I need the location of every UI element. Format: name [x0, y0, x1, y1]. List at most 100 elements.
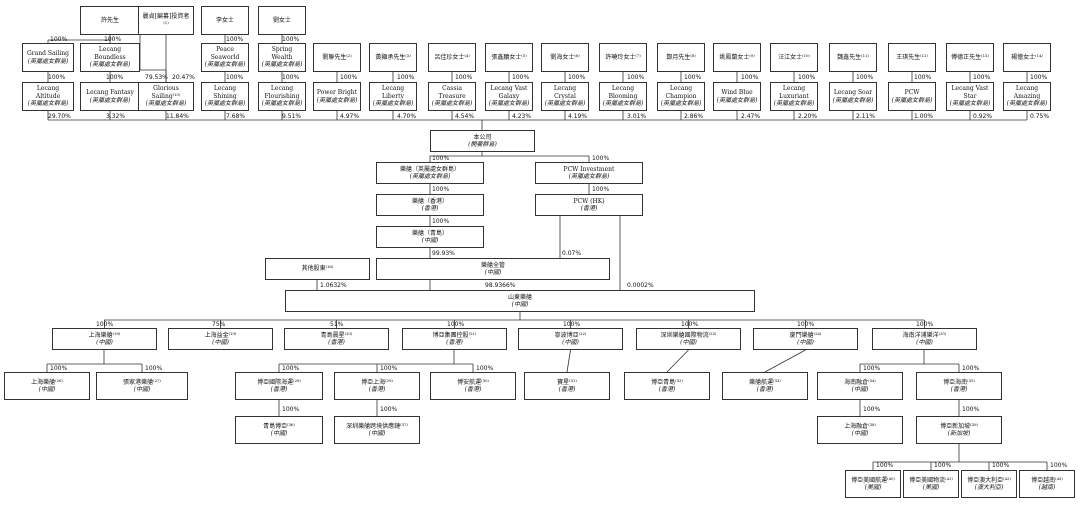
entity-name: 博亞美國航運⁽⁴⁰⁾	[851, 476, 895, 484]
ownership-percentage: 0.75%	[1030, 113, 1050, 120]
entity-name: 博亞國際海運⁽²⁸⁾	[257, 378, 301, 386]
entity-name: 劉聯先生⁽²⁾	[322, 53, 352, 61]
ownership-percentage: 100%	[48, 74, 66, 81]
entity-jurisdiction: (香港)	[446, 339, 463, 346]
ownership-percentage: 1.00%	[914, 113, 934, 120]
entity-name: 樂艙全管	[480, 261, 505, 269]
entity-boya-group: 博亞集團控股⁽²¹⁾(香港)	[402, 328, 507, 350]
entity-lecang-vast-star: Lecang Vast Star(英屬處女群島)	[946, 82, 994, 111]
entity-company: 本公司(開曼群島)	[430, 130, 535, 152]
ownership-percentage: 4.23%	[512, 113, 532, 120]
entity-jurisdiction: (英屬處女群島)	[409, 173, 451, 180]
entity-sz-lecang-supply: 深圳樂艙跨境供應鏈⁽³⁷⁾(中國)	[334, 416, 420, 444]
ownership-percentage: 1.0632%	[320, 282, 347, 289]
entity-name: 樂艙（香港）	[411, 197, 448, 205]
ownership-percentage: 100%	[226, 36, 244, 43]
entity-boya-an: 博安航運⁽³⁰⁾(香港)	[430, 372, 516, 400]
ownership-percentage: 0.07%	[562, 250, 582, 257]
entity-jurisdiction: (中國)	[368, 430, 386, 437]
entity-spring-wealth: Spring Wealth(英屬處女群島)	[258, 43, 306, 72]
entity-name: 海南洋浦樂洋⁽²⁵⁾	[902, 331, 947, 339]
entity-name: 博亞青島⁽³²⁾	[651, 378, 683, 386]
entity-name: 本公司	[473, 133, 492, 141]
entity-lecang-luxuriant: Lecang Luxuriant(英屬處女群島)	[770, 82, 818, 111]
entity-lee-trust: 麗貞[編纂]投資者⁽¹⁾	[138, 6, 194, 35]
entity-wind-blue: Wind Blue(英屬處女群島)	[713, 82, 761, 111]
entity-name: 王琪先生⁽¹²⁾	[896, 53, 928, 61]
entity-zheng: 鄭月先生⁽⁸⁾	[657, 43, 705, 72]
entity-jurisdiction: (香港)	[580, 205, 598, 212]
entity-lecang-boundless: Lecang Boundless(英屬處女群島)	[80, 43, 140, 72]
entity-name: 姚鳳蘭女士⁽⁹⁾	[719, 53, 755, 61]
entity-mr-liu-lianlin: 劉聯先生⁽²⁾	[313, 43, 361, 72]
ownership-percentage: 100%	[1050, 462, 1068, 469]
ownership-percentage: 100%	[226, 74, 244, 81]
entity-lecang-blooming: Lecang Blooming(英屬處女群島)	[599, 82, 647, 111]
entity-jurisdiction: (中國)	[484, 269, 502, 276]
entity-other-shareholders: 其他股東⁽¹⁶⁾	[265, 258, 370, 280]
entity-name: Glorious Sailing⁽¹⁵⁾	[151, 85, 181, 100]
ownership-percentage: 100%	[798, 74, 816, 81]
ownership-percentage: 100%	[962, 365, 980, 372]
ownership-percentage: 100%	[282, 406, 300, 413]
entity-lecang-liberty: Lecang Liberty(英屬處女群島)	[369, 82, 417, 111]
entity-power-bright: Power Bright(英屬處女群島)	[313, 82, 361, 111]
entity-zjg-lecang: 張家港樂艙⁽²⁷⁾(中國)	[96, 372, 188, 400]
entity-name: Lecang Liberty	[381, 85, 405, 100]
entity-xu-ms: 許曉玲女士⁽⁷⁾	[599, 43, 647, 72]
entity-lecang-altitude: Lecang Altitude(英屬處女群島)	[22, 82, 74, 111]
entity-name: 海南融倉⁽³⁴⁾	[844, 378, 876, 386]
ownership-percentage: 100%	[934, 462, 952, 469]
ownership-percentage: 0.92%	[973, 113, 993, 120]
entity-name: Lecang Vast Star	[951, 85, 989, 100]
entity-hsu: 許先生	[80, 6, 140, 35]
entity-boya-us-logistics: 博亞美國物流⁽⁴¹⁾(美國)	[903, 470, 959, 498]
ownership-percentage: 4.54%	[455, 113, 475, 120]
entity-name: 呂佳珍女士⁽⁴⁾	[434, 53, 470, 61]
entity-name: 博亞越南⁽⁴³⁾	[1031, 476, 1063, 484]
entity-jurisdiction: (英屬處女群島)	[27, 57, 69, 65]
ownership-percentage: 100%	[914, 74, 932, 81]
entity-ningbo-boya: 寧波博亞⁽²²⁾(中國)	[518, 328, 623, 350]
ownership-percentage: 100%	[992, 462, 1010, 469]
entity-jurisdiction: (英屬處女群島)	[372, 100, 414, 108]
entity-jurisdiction: (美國)	[922, 484, 940, 491]
ownership-percentage: 100%	[50, 36, 68, 43]
entity-jurisdiction: (香港)	[368, 386, 386, 393]
ownership-percentage: 11.84%	[166, 113, 189, 120]
entity-name: 樂艙（英屬處女群島）	[399, 165, 460, 173]
entity-jurisdiction: (英屬處女群島)	[89, 61, 131, 69]
entity-jurisdiction: (英屬處女群島)	[89, 96, 131, 104]
entity-jurisdiction: (英屬處女群島)	[261, 61, 303, 69]
entity-qd-chenxing: 青島晨星⁽²⁰⁾(香港)	[284, 328, 389, 350]
ownership-percentage: 79.53%	[145, 74, 168, 81]
entity-name: Lecang Flourishing	[264, 85, 300, 100]
entity-lecang-shipping: 樂艙航運⁽³³⁾(香港)	[722, 372, 808, 400]
ownership-percentage: 100%	[962, 406, 980, 413]
ownership-percentage: 100%	[282, 74, 300, 81]
entity-name: Lecang Champion	[665, 85, 697, 100]
entity-name: 博亞集團控股⁽²¹⁾	[432, 331, 477, 339]
connector-line	[764, 349, 806, 373]
ownership-percentage: 100%	[563, 321, 581, 328]
ownership-percentage: 100%	[856, 74, 874, 81]
entity-jurisdiction: (香港)	[658, 386, 676, 393]
ownership-percentage: 100%	[592, 186, 610, 193]
ownership-percentage: 100%	[876, 462, 894, 469]
entity-name: 上海樂艙⁽¹⁸⁾	[88, 331, 121, 339]
ownership-percentage: 100%	[282, 36, 300, 43]
entity-jurisdiction: (香港)	[558, 386, 576, 393]
ownership-percentage: 4.19%	[568, 113, 588, 120]
entity-sh-rongchuang: 上海融倉⁽³⁸⁾(中國)	[817, 416, 903, 444]
entity-name: Cassia Treasure	[438, 85, 466, 100]
entity-sh-lecang2: 上海樂艙⁽²⁶⁾(中國)	[4, 372, 90, 400]
entity-lecang-bvi: 樂艙（英屬處女群島）(英屬處女群島)	[376, 162, 484, 184]
entity-ms-li: 李女士	[201, 6, 249, 35]
entity-jurisdiction: (中國)	[562, 339, 579, 346]
entity-boya-qd: 博亞青島⁽³²⁾(香港)	[624, 372, 710, 400]
entity-name: Lecang Shining	[213, 85, 237, 100]
ownership-percentage: 100%	[741, 74, 759, 81]
ownership-percentage: 100%	[432, 218, 450, 225]
entity-jurisdiction: (澳大利亞)	[974, 484, 1004, 491]
